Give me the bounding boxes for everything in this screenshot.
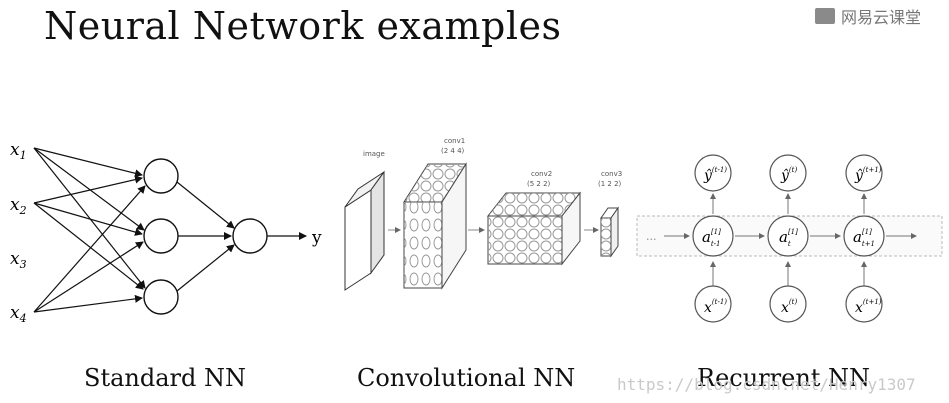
cnn-conv2-top-holes (488, 193, 580, 216)
snn-hidden-neuron (143, 279, 179, 315)
rnn-output-label: ŷ(t+1) (854, 166, 882, 184)
cnn-caption: Convolutional NN (357, 364, 576, 392)
snn-input-connections (33, 147, 146, 313)
cnn-image-label: image (363, 150, 385, 158)
cnn-conv1-label: conv1 (444, 137, 465, 145)
cnn-diagram: image conv1 (2 4 4) conv2 (5 2 2) conv3 … (344, 137, 622, 291)
cnn-conv3-dims: (1 2 2) (598, 180, 622, 188)
cnn-conv1-top-holes (404, 164, 466, 202)
snn-output-label: y (311, 228, 322, 248)
logo: 网易云课堂 (814, 4, 921, 28)
rnn-output-node (769, 154, 807, 192)
slide-title: Neural Network examples (44, 4, 562, 48)
cnn-conv3-front-holes (601, 218, 611, 256)
snn-output-neuron (232, 218, 268, 254)
rnn-output-label: ŷ(t-1) (703, 166, 727, 184)
cnn-conv1-front-holes (404, 202, 442, 288)
cnn-conv2-dims: (5 2 2) (527, 180, 551, 188)
rnn-dots: ... (646, 230, 657, 243)
snn-hidden-connections (176, 181, 307, 292)
cnn-conv2-front-holes (488, 216, 562, 264)
cnn-conv2-side (561, 191, 581, 266)
standard-nn-caption: Standard NN (84, 364, 246, 392)
snn-hidden-neuron (143, 218, 179, 254)
rnn-input-node (845, 285, 883, 323)
rnn-vertical-arrows (710, 193, 867, 288)
rnn-output-node (845, 154, 883, 192)
standard-nn-diagram: x1 x2 x3 x4 y (10, 140, 322, 325)
rnn-input-node (694, 285, 732, 323)
snn-input-label: x2 (10, 195, 27, 217)
rnn-caption: Recurrent NN (697, 364, 871, 392)
rnn-hidden-label: a[1]t+1 (853, 228, 875, 248)
logo-text: 网易云课堂 (840, 8, 921, 27)
cnn-image-side (370, 170, 385, 275)
rnn-input-node (769, 285, 807, 323)
snn-hidden-neuron (143, 158, 179, 194)
rnn-hidden-node (767, 215, 809, 257)
rnn-input-label: x(t-1) (704, 298, 727, 316)
snn-input-label: x4 (10, 303, 27, 325)
rnn-diagram: ... ŷ(t-1) ŷ(t) ŷ(t+1) a[1]t-1 a[1]t (636, 154, 943, 323)
rnn-hidden-node (843, 215, 885, 257)
rnn-output-node (694, 154, 732, 192)
cnn-conv1-dims: (2 4 4) (441, 147, 465, 155)
rnn-output-label: ŷ(t) (780, 166, 797, 184)
rnn-input-label: x(t+1) (855, 298, 882, 316)
snn-input-label: x3 (10, 249, 27, 271)
rnn-hidden-node (692, 215, 734, 257)
snn-input-label: x1 (10, 140, 27, 162)
rnn-input-label: x(t) (781, 298, 797, 316)
netease-cloud-classroom-icon (814, 8, 835, 24)
cnn-conv2-label: conv2 (531, 170, 552, 178)
cnn-conv3-label: conv3 (601, 170, 622, 178)
rnn-hidden-label: a[1]t (779, 228, 798, 248)
watermark: https://blog.csdn.net/Henry1307 (617, 375, 916, 394)
cnn-conv1-side (441, 162, 467, 290)
cnn-conv3-side (610, 206, 619, 258)
rnn-hidden-label: a[1]t-1 (702, 228, 721, 248)
